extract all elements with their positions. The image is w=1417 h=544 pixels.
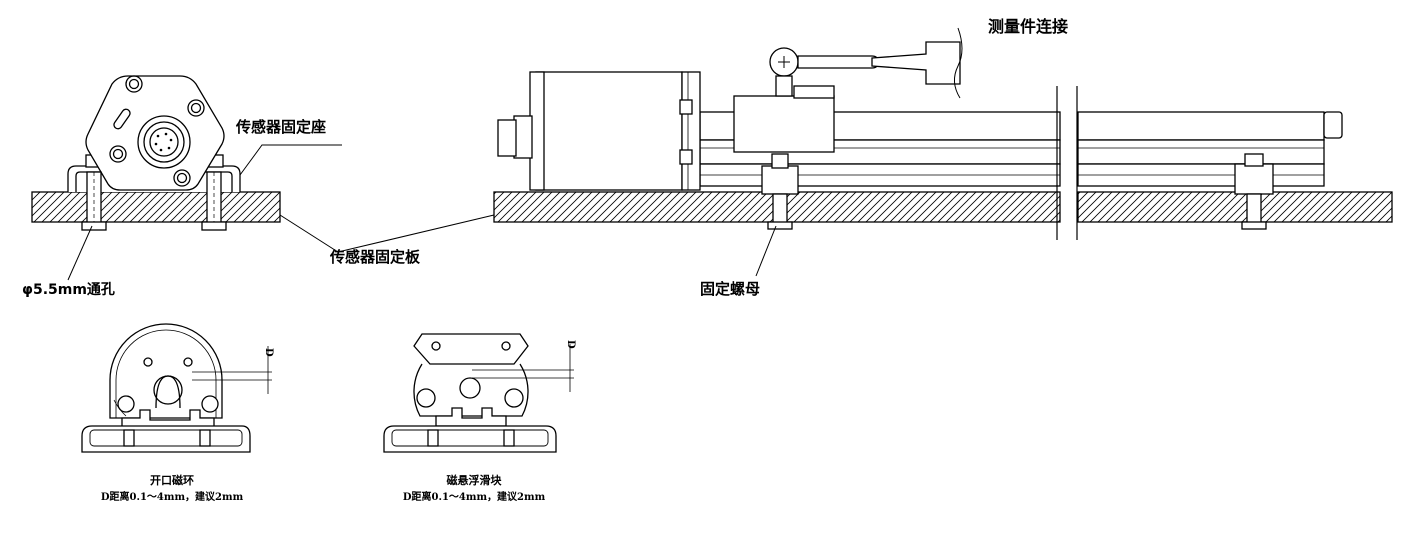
slider-block	[733, 95, 835, 153]
side-view-assembly	[493, 27, 1393, 240]
end-view-mount	[31, 75, 281, 231]
slider-view	[383, 333, 574, 453]
label-sensor-seat: 传感器固定座	[235, 118, 326, 136]
open-ring-view	[81, 323, 272, 453]
label-through-hole: φ5.5mm通孔	[22, 282, 115, 298]
caption-slider-title: 磁悬浮滑块	[447, 473, 503, 487]
caption-ring-title: 开口磁环	[150, 473, 194, 487]
plate-left	[31, 191, 281, 223]
sensor-head-hex	[85, 75, 225, 191]
label-fix-nut: 固定螺母	[700, 280, 760, 298]
label-sensor-plate: 传感器固定板	[329, 248, 421, 266]
label-measure-link: 测量件连接	[988, 17, 1068, 36]
caption-slider-note: D距离0.1～4mm，建议2mm	[403, 490, 546, 503]
caption-ring-note: D距离0.1～4mm，建议2mm	[101, 490, 244, 503]
dim-d-slider: D	[565, 340, 576, 349]
dim-d-ring: D	[263, 348, 274, 357]
sensor-body	[535, 71, 683, 191]
connector-circle	[137, 115, 191, 169]
